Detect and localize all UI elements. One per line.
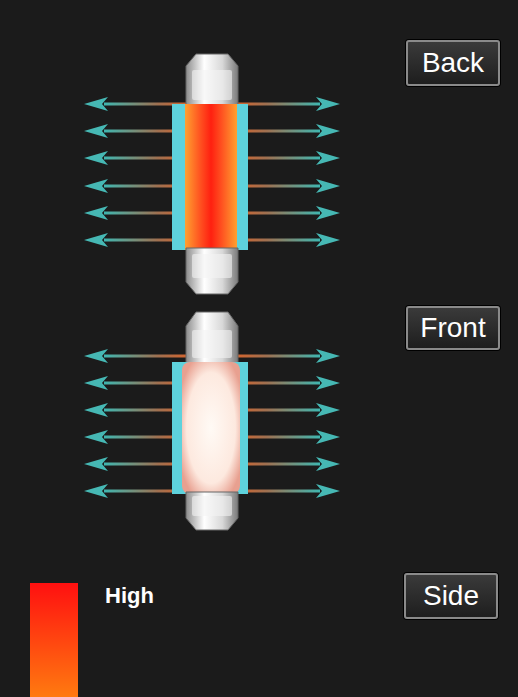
heat-scale-bar (30, 583, 78, 697)
ray-head (316, 430, 340, 444)
ray-head (316, 457, 340, 471)
ray-head (84, 403, 108, 417)
ray-head (316, 124, 340, 138)
ray-head (84, 151, 108, 165)
ray-head (84, 179, 108, 193)
ray-head (84, 97, 108, 111)
button-label: Front (420, 312, 485, 344)
view-button: Front (406, 306, 500, 350)
ray-head (316, 97, 340, 111)
ray-head (84, 430, 108, 444)
ray-head (316, 376, 340, 390)
front-bulb (172, 312, 248, 530)
view-button: Back (406, 40, 500, 86)
scale-label: High (105, 583, 154, 609)
ray-head (84, 457, 108, 471)
ray-head (316, 349, 340, 363)
light-rays (84, 97, 340, 498)
ray-head (316, 233, 340, 247)
ray-head (316, 403, 340, 417)
ray-head (316, 179, 340, 193)
ray-head (84, 124, 108, 138)
ray-head (84, 349, 108, 363)
view-button: Side (404, 573, 498, 619)
back-bulb (172, 54, 248, 294)
ray-head (84, 484, 108, 498)
ray-head (316, 151, 340, 165)
ray-head (84, 206, 108, 220)
ray-head (316, 206, 340, 220)
button-label: Side (423, 580, 479, 612)
ray-head (84, 376, 108, 390)
ray-head (84, 233, 108, 247)
ray-head (316, 484, 340, 498)
button-label: Back (422, 47, 484, 79)
